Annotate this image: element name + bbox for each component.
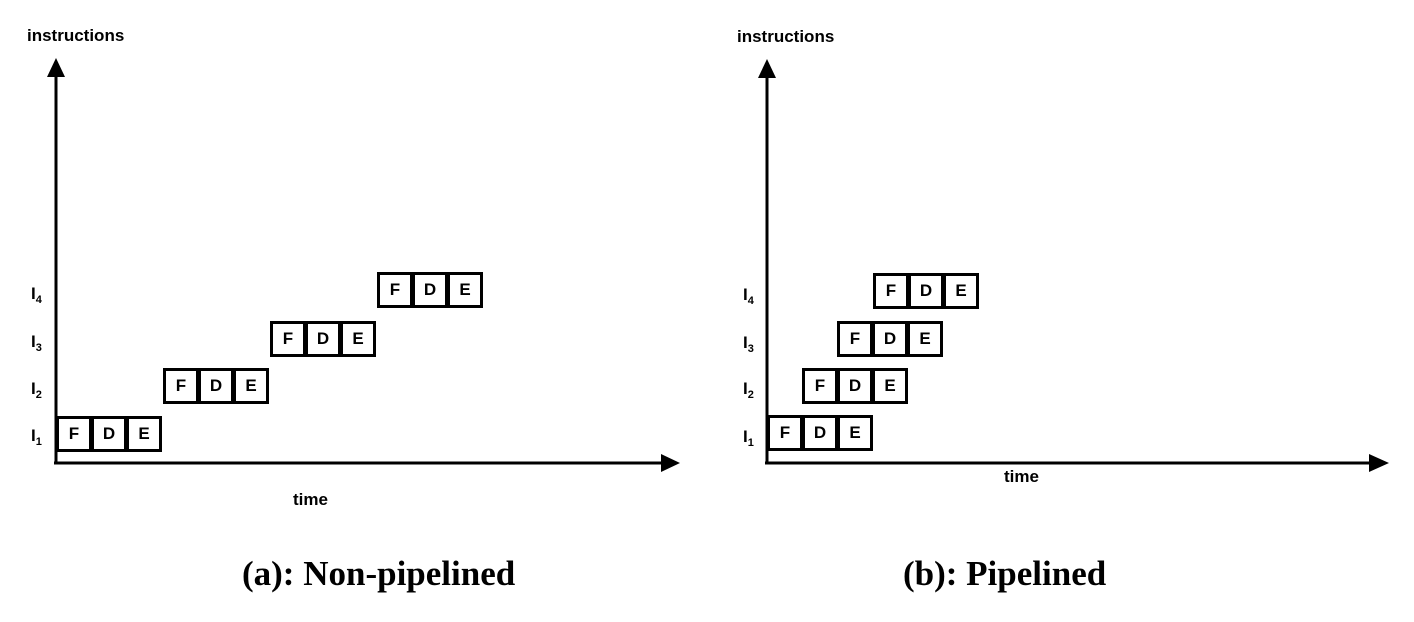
stage-fetch: F (56, 416, 92, 452)
instruction-i2-stages: F D E (163, 368, 269, 404)
stage-fetch: F (873, 273, 909, 309)
instruction-i4-stages: F D E (873, 273, 979, 309)
y-axis-label: instructions (27, 26, 125, 45)
instruction-i2-stages: F D E (802, 368, 908, 404)
stage-decode: D (412, 272, 448, 308)
stage-fetch: F (802, 368, 838, 404)
instruction-i3-stages: F D E (270, 321, 376, 357)
caption-pipelined: (b): Pipelined (903, 554, 1107, 593)
x-axis-label: time (293, 490, 328, 509)
stage-decode: D (91, 416, 127, 452)
stage-decode: D (837, 368, 873, 404)
stage-execute: E (907, 321, 943, 357)
stage-fetch: F (837, 321, 873, 357)
stage-execute: E (233, 368, 269, 404)
panel-pipelined: instructions time I1 I2 I3 I4 F D E F D … (707, 0, 1414, 622)
stage-execute: E (340, 321, 376, 357)
stage-execute: E (943, 273, 979, 309)
instruction-i1-stages: F D E (767, 415, 873, 451)
row-label-i1: I1 (31, 426, 42, 448)
instruction-i3-stages: F D E (837, 321, 943, 357)
row-label-i2: I2 (31, 379, 42, 401)
y-axis-label: instructions (737, 27, 835, 46)
row-label-i3: I3 (31, 332, 42, 354)
y-axis-arrowhead (758, 59, 776, 78)
stage-decode: D (198, 368, 234, 404)
stage-execute: E (126, 416, 162, 452)
stage-execute: E (447, 272, 483, 308)
x-axis-label: time (1004, 467, 1039, 486)
stage-decode: D (802, 415, 838, 451)
instruction-i4-stages: F D E (377, 272, 483, 308)
row-label-i4: I4 (743, 285, 754, 307)
axes-non-pipelined (47, 58, 680, 472)
instruction-i1-stages: F D E (56, 416, 162, 452)
stage-decode: D (872, 321, 908, 357)
stage-execute: E (872, 368, 908, 404)
stage-fetch: F (163, 368, 199, 404)
axes-pipelined (758, 59, 1389, 472)
stage-execute: E (837, 415, 873, 451)
stage-decode: D (305, 321, 341, 357)
stage-decode: D (908, 273, 944, 309)
x-axis-arrowhead (661, 454, 680, 472)
stage-fetch: F (270, 321, 306, 357)
row-label-i2: I2 (743, 379, 754, 401)
x-axis-arrowhead (1369, 454, 1389, 472)
stage-fetch: F (377, 272, 413, 308)
row-label-i4: I4 (31, 284, 42, 306)
y-axis-arrowhead (47, 58, 65, 77)
row-label-i1: I1 (743, 427, 754, 449)
caption-non-pipelined: (a): Non-pipelined (242, 554, 516, 593)
panel-non-pipelined: instructions time I1 I2 I3 I4 F D E F D … (27, 26, 680, 593)
stage-fetch: F (767, 415, 803, 451)
row-label-i3: I3 (743, 333, 754, 355)
